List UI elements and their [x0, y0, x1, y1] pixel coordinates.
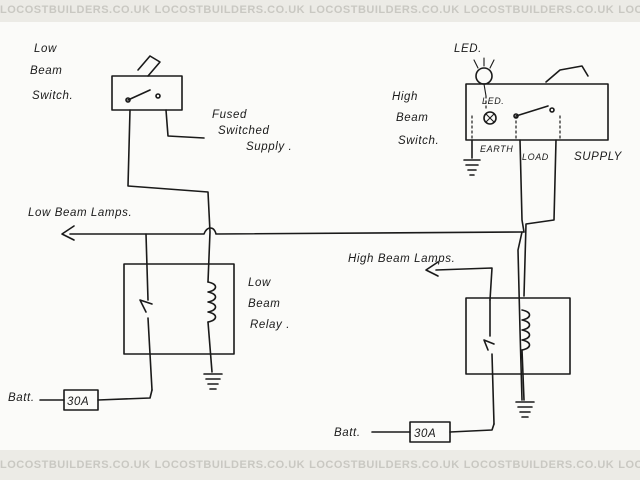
- low-beam-relay-label-line1: Low: [248, 277, 271, 289]
- fuse-label-right: 30A: [414, 428, 436, 440]
- low-beam-relay-label: Low Beam Relay .: [248, 277, 290, 331]
- wire-high-load: [519, 139, 525, 233]
- supply-label: SUPPLY: [574, 151, 623, 163]
- led-label: LED.: [454, 43, 482, 55]
- low-beam-lamps-arrow: [61, 225, 75, 241]
- watermark: LOCOSTBUILDERS.CO.UK: [0, 459, 151, 471]
- watermark: LOCOSTBUILDERS.CO.UK: [463, 4, 615, 16]
- high-beam-switch-label: High Beam Switch.: [392, 91, 439, 147]
- low-beam-switch-label-line1: Low: [34, 43, 57, 55]
- low-beam-relay-label-line3: Relay .: [250, 319, 290, 331]
- high-beam-relay-symbol: [465, 297, 571, 425]
- high-beam-switch-label-line1: High: [392, 91, 418, 103]
- watermark: LOCOSTBUILDERS.CO.UK: [309, 4, 460, 16]
- high-beam-relay-earth: [515, 401, 535, 418]
- low-beam-switch-symbol: [111, 55, 183, 111]
- high-beam-switch-label-line3: Switch.: [398, 135, 439, 147]
- battery-label-right: Batt.: [334, 427, 361, 439]
- watermark: LOCOSTBUILDERS.CO.UK: [463, 459, 615, 471]
- wire-fuse-to-relay-left: [97, 389, 153, 401]
- wire-high-beam-lamps: [435, 267, 493, 301]
- wire-fused-supply: [165, 109, 205, 139]
- high-beam-lamps-arrow: [425, 261, 439, 277]
- battery-label-left: Batt.: [8, 392, 35, 404]
- low-beam-relay-earth: [203, 373, 223, 390]
- fused-supply-label-line1: Fused: [212, 109, 247, 121]
- watermark: LOCOSTBUILDERS.CO.UK: [309, 459, 460, 471]
- earth-label: EARTH: [480, 144, 513, 154]
- high-beam-switch-label-line2: Beam: [396, 112, 428, 124]
- led-symbol: [473, 57, 497, 125]
- watermark: LOCOSTBUILDERS.CO.UK: [618, 459, 640, 471]
- wire-switch-to-coil: [127, 109, 211, 283]
- watermark: LOCOSTBUILDERS.CO.UK: [154, 459, 306, 471]
- led-inner-label: LED.: [482, 96, 504, 106]
- high-beam-switch-symbol: [465, 65, 609, 141]
- load-label: LOAD: [522, 152, 549, 162]
- watermark-band-top: LOCOSTBUILDERS.CO.UK LOCOSTBUILDERS.CO.U…: [0, 0, 640, 22]
- watermark-band-bottom: LOCOSTBUILDERS.CO.UK LOCOSTBUILDERS.CO.U…: [0, 450, 640, 480]
- wire-load-to-high-lamps: [517, 231, 523, 401]
- low-beam-relay-symbol: [123, 233, 235, 391]
- fused-supply-label: Fused Switched Supply .: [212, 109, 292, 153]
- low-beam-relay-label-line2: Beam: [248, 298, 280, 310]
- low-beam-switch-label: Low Beam Switch.: [30, 43, 73, 102]
- watermark: LOCOSTBUILDERS.CO.UK: [0, 4, 151, 16]
- fused-supply-label-line3: Supply .: [246, 141, 292, 153]
- watermark: LOCOSTBUILDERS.CO.UK: [154, 4, 306, 16]
- low-beam-switch-label-line3: Switch.: [32, 90, 73, 102]
- wire-high-supply: [523, 139, 557, 297]
- high-beam-lamps-label: High Beam Lamps.: [348, 253, 455, 265]
- fuse-label-left: 30A: [67, 396, 89, 408]
- low-beam-switch-label-line2: Beam: [30, 65, 62, 77]
- fused-supply-label-line2: Switched: [218, 125, 269, 137]
- wire-fuse-to-relay-right: [449, 423, 495, 433]
- high-beam-switch-earth: [463, 159, 481, 176]
- wire-lamps-bus: [69, 227, 525, 235]
- watermark: LOCOSTBUILDERS.CO.UK: [618, 4, 640, 16]
- low-beam-lamps-label: Low Beam Lamps.: [28, 207, 132, 219]
